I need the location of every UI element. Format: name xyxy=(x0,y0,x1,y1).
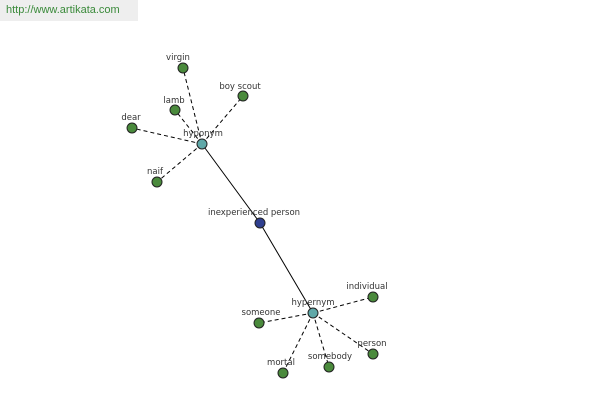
node-someone[interactable] xyxy=(253,317,265,329)
node-person[interactable] xyxy=(367,348,379,360)
node-label-individual: individual xyxy=(346,282,387,292)
node-label-naif: naif xyxy=(147,167,164,177)
edge-hyponym-dear xyxy=(131,127,203,145)
node-individual[interactable] xyxy=(367,291,379,303)
node-somebody[interactable] xyxy=(323,361,335,373)
edge-hypernym-someone xyxy=(258,312,314,324)
watermark-url: http://www.artikata.com xyxy=(0,0,138,21)
node-label-boy-scout: boy scout xyxy=(219,82,261,92)
node-label-mortal: mortal xyxy=(267,358,295,368)
node-label-hyponym: hyponym xyxy=(183,129,223,139)
node-hyponym[interactable] xyxy=(196,138,208,150)
node-hypernym[interactable] xyxy=(307,307,319,319)
edges-layer xyxy=(131,67,374,374)
node-center[interactable] xyxy=(254,217,266,229)
node-dear[interactable] xyxy=(126,122,138,134)
node-virgin[interactable] xyxy=(177,62,189,74)
node-label-hypernym: hypernym xyxy=(291,298,334,308)
edge-hypernym-person xyxy=(312,312,374,355)
node-boy-scout[interactable] xyxy=(237,90,249,102)
edge-hypernym-individual xyxy=(312,296,374,314)
node-label-dear: dear xyxy=(121,113,141,123)
node-label-virgin: virgin xyxy=(166,53,190,63)
node-label-somebody: somebody xyxy=(308,352,352,362)
node-mortal[interactable] xyxy=(277,367,289,379)
edge-hyponym-naif xyxy=(156,143,203,183)
edge-hypernym-somebody xyxy=(312,312,330,368)
node-lamb[interactable] xyxy=(169,104,181,116)
node-label-lamb: lamb xyxy=(163,96,184,106)
labels-layer: inexperienced person hyponym hypernym virgi… xyxy=(121,53,387,368)
node-label-person: person xyxy=(357,339,386,349)
nodes-layer xyxy=(126,62,379,379)
edge-hyponym-virgin xyxy=(182,67,203,145)
node-naif[interactable] xyxy=(151,176,163,188)
node-label-center: inexperienced person xyxy=(208,208,300,218)
edge-hyponym-lamb xyxy=(174,109,203,145)
edge-center-hypernym xyxy=(259,222,314,314)
edge-center-hyponym xyxy=(201,143,261,224)
node-label-someone: someone xyxy=(242,308,281,318)
edge-hyponym-boy-scout xyxy=(201,95,244,145)
